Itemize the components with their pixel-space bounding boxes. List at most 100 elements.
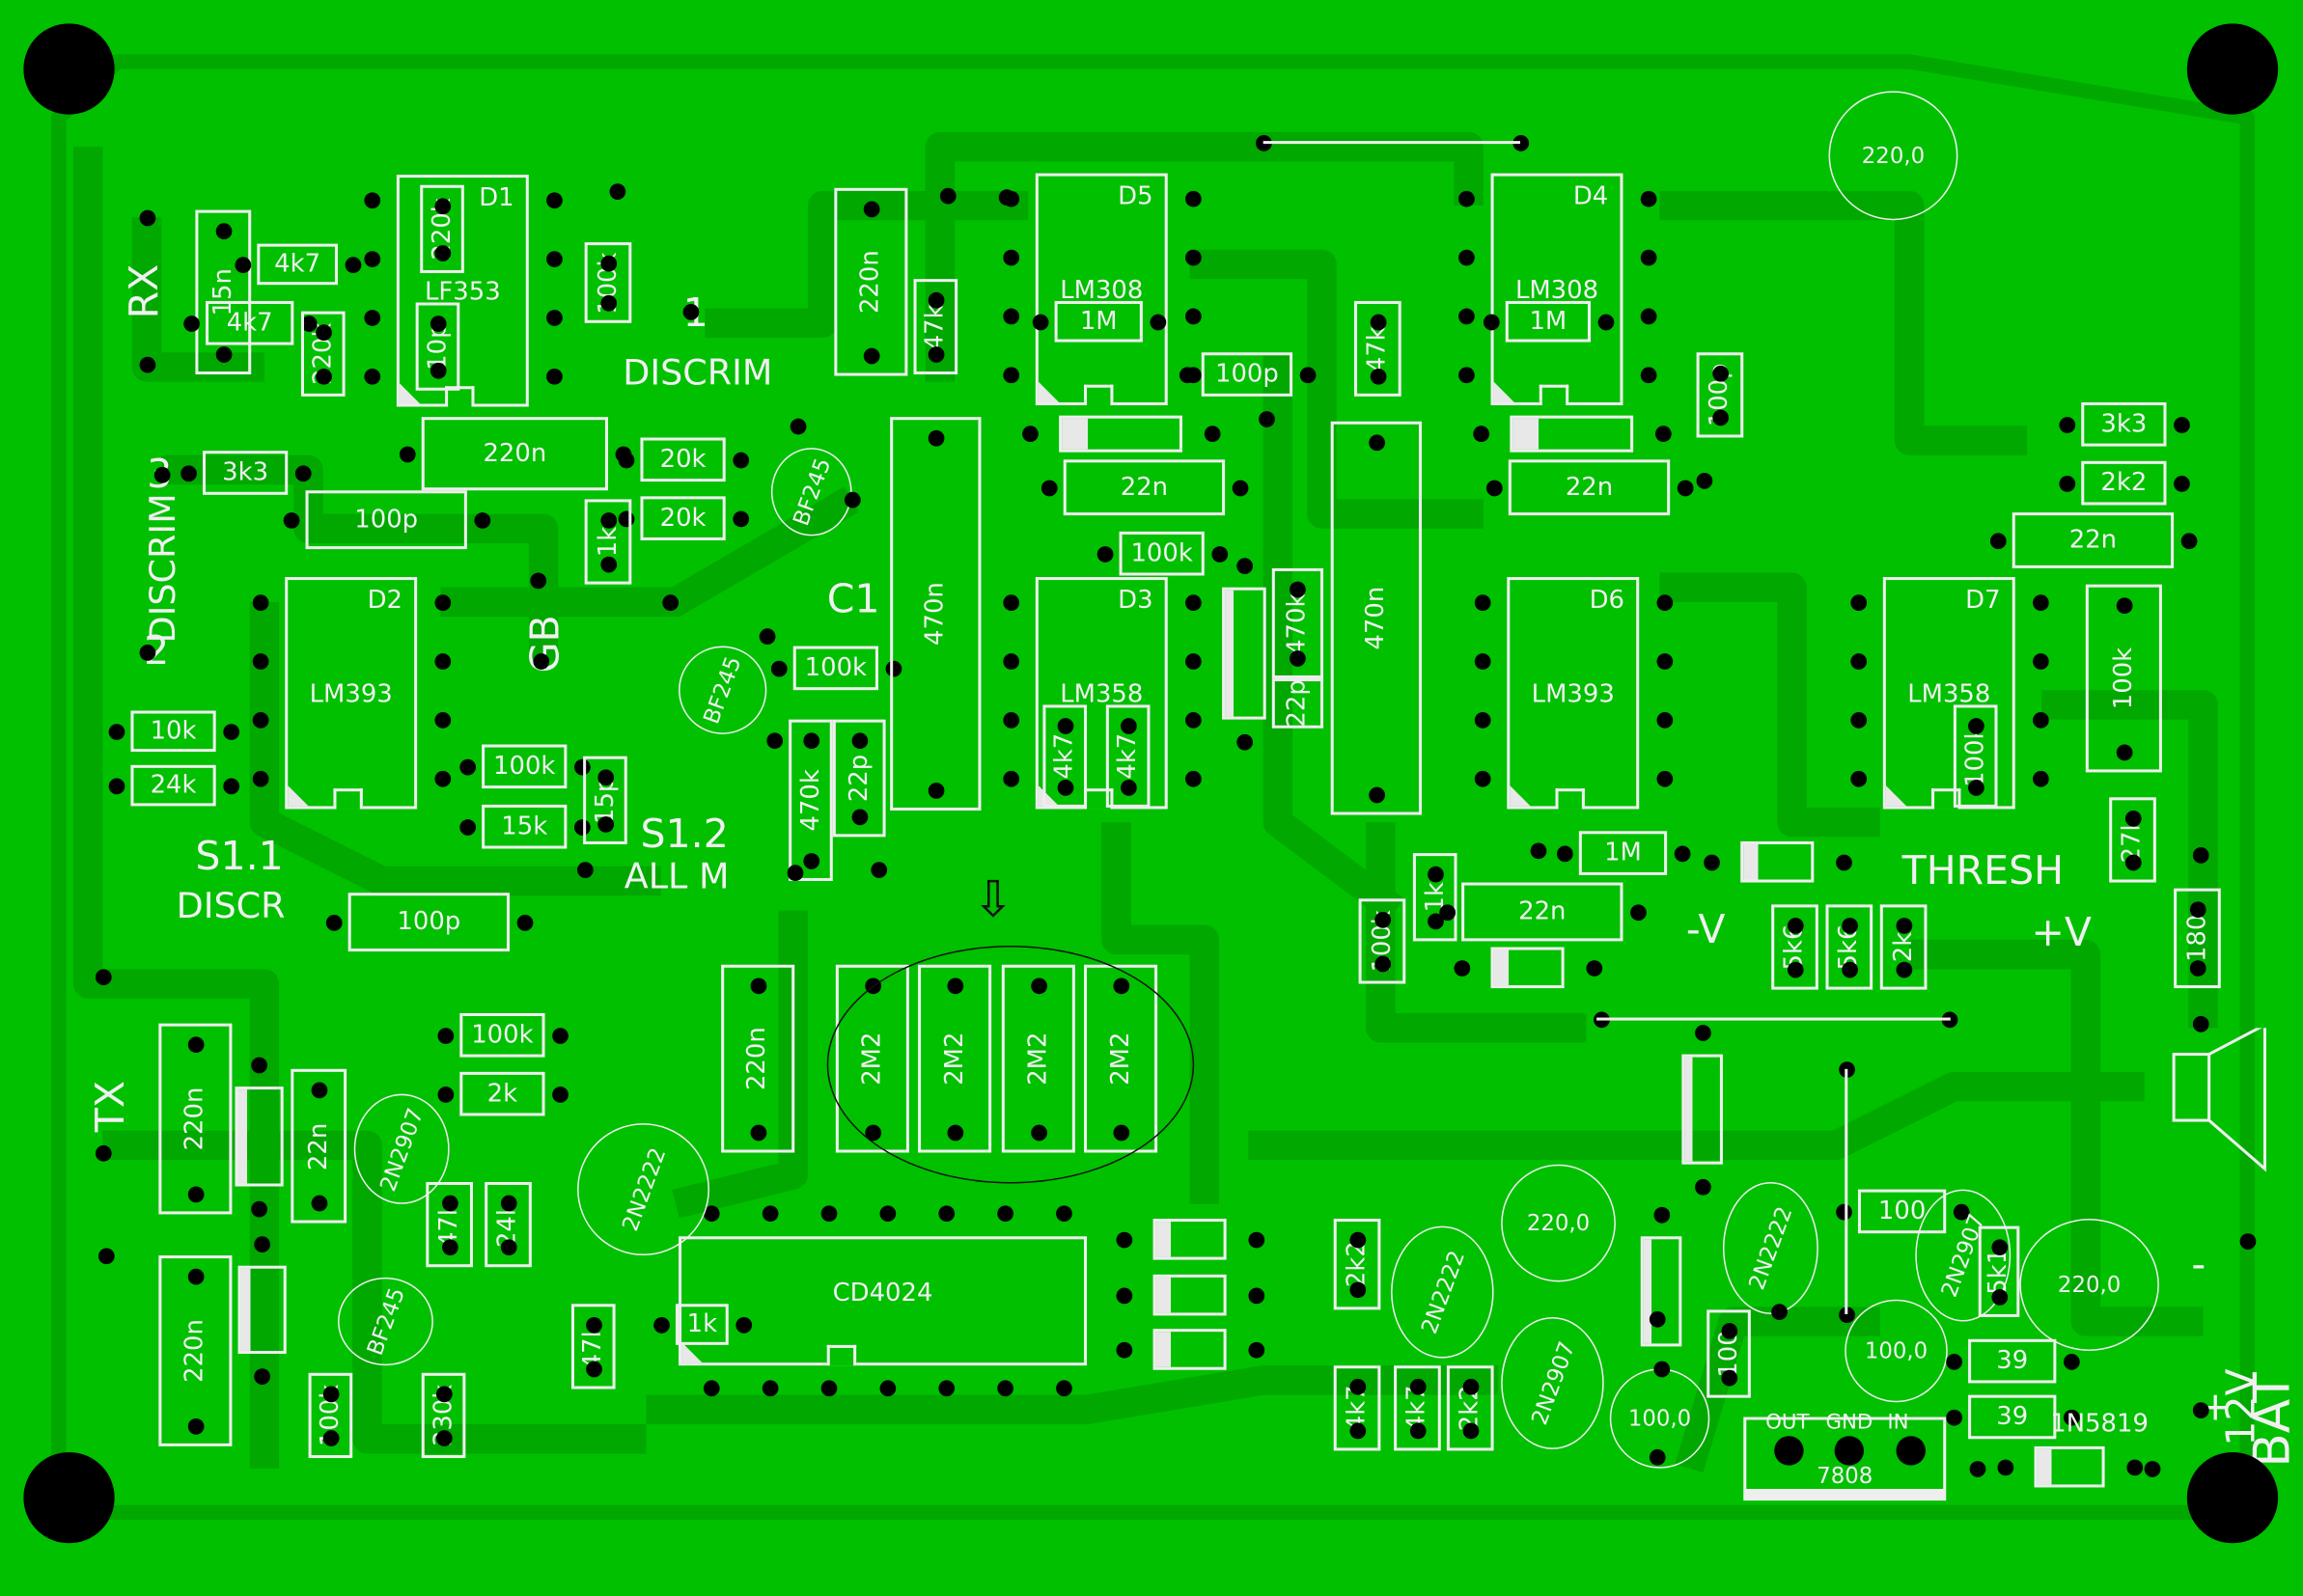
pad bbox=[1055, 1204, 1072, 1222]
pad bbox=[1649, 1448, 1665, 1465]
component-value: 1M bbox=[1604, 838, 1642, 868]
pad bbox=[532, 652, 549, 670]
pad bbox=[2192, 846, 2208, 863]
diode-diode bbox=[1640, 1236, 1682, 1347]
component-value: 470k bbox=[795, 769, 826, 832]
resistor-r10k: 10k bbox=[130, 710, 216, 753]
capacitor-c22nd: 22n bbox=[1461, 882, 1623, 942]
pad bbox=[1770, 1303, 1788, 1320]
component-value: 180 bbox=[2182, 914, 2212, 963]
capacitor-c100pa: 100p bbox=[305, 490, 467, 550]
pad bbox=[1834, 1436, 1865, 1466]
resistor-r220ka: 220k bbox=[300, 311, 346, 397]
pad bbox=[1369, 313, 1386, 330]
component-value: BF245 bbox=[698, 652, 747, 728]
resistor-r1ma: 1M bbox=[1054, 300, 1143, 343]
component-value: 220n bbox=[180, 1319, 210, 1383]
pad bbox=[300, 315, 317, 332]
pad bbox=[138, 644, 155, 661]
capacitor-c220_0c: 220,0 bbox=[1828, 91, 1958, 221]
ic-part-number: LM358 bbox=[1907, 679, 1991, 709]
pad bbox=[597, 815, 614, 833]
mounting-hole bbox=[23, 23, 115, 115]
silkscreen-jumper-line bbox=[1596, 1017, 1951, 1021]
capacitor-c15n: 15n bbox=[195, 209, 252, 375]
pad bbox=[1002, 366, 1019, 383]
pad bbox=[187, 1035, 204, 1053]
pad bbox=[1649, 1310, 1665, 1327]
ic-part-number: LM393 bbox=[309, 679, 393, 709]
resistor-r220kb: 220k bbox=[420, 184, 464, 274]
pad bbox=[1654, 426, 1671, 443]
pad bbox=[363, 250, 380, 267]
label-minus_v: -V bbox=[1685, 907, 1726, 953]
pad bbox=[436, 1027, 454, 1044]
label-discr: DISCR bbox=[176, 885, 286, 927]
pad bbox=[1002, 652, 1019, 670]
pad bbox=[2189, 900, 2206, 918]
label-discrim_left: DISCRIM bbox=[142, 493, 184, 644]
pad bbox=[1056, 717, 1073, 734]
pad bbox=[1409, 1421, 1426, 1439]
component-value: 20k bbox=[659, 445, 707, 475]
resistor-r470kb: 470k bbox=[1271, 567, 1324, 679]
pad bbox=[1841, 917, 1858, 934]
pad bbox=[765, 731, 783, 749]
pad bbox=[1247, 1341, 1264, 1358]
component-value: 1k bbox=[593, 526, 624, 558]
pad bbox=[1639, 248, 1656, 265]
label-plus_v: +V bbox=[2031, 910, 2093, 956]
resistor-r2k2b: 2k2 bbox=[1333, 1219, 1381, 1310]
regulator-pin-label: OUT bbox=[1765, 1411, 1810, 1435]
capacitor-c22pb: 22p bbox=[1271, 678, 1324, 729]
resistor-r470ka: 470k bbox=[789, 719, 833, 882]
resistor-r39a: 39 bbox=[1968, 1338, 2057, 1384]
component-value: 1M bbox=[1529, 307, 1568, 337]
ic-part-number: LF353 bbox=[424, 277, 501, 307]
component-value: 470k bbox=[1283, 592, 1313, 655]
pad bbox=[1298, 366, 1316, 383]
pad bbox=[749, 977, 766, 994]
pad bbox=[1290, 580, 1306, 597]
pad bbox=[1149, 313, 1166, 330]
pad bbox=[927, 291, 944, 308]
pad bbox=[95, 968, 111, 985]
pad bbox=[545, 309, 563, 326]
resistor-r15k: 15k bbox=[482, 804, 568, 849]
pad bbox=[599, 294, 617, 311]
capacitor-c22nc: 22n bbox=[2012, 512, 2175, 568]
pad bbox=[1655, 593, 1673, 611]
pad bbox=[1210, 545, 1228, 563]
label-s12: S1.2 bbox=[640, 812, 729, 858]
component-value: 2N2222 bbox=[616, 1143, 671, 1235]
pad bbox=[515, 914, 533, 930]
diode-diode bbox=[1510, 415, 1634, 453]
resistor-r20kb: 20k bbox=[640, 496, 726, 540]
pad bbox=[1838, 1306, 1855, 1323]
capacitor-c220na: 220n bbox=[421, 417, 608, 491]
pad bbox=[2063, 1409, 2079, 1425]
component-value: 470n bbox=[921, 582, 951, 646]
pad bbox=[1652, 1206, 1670, 1223]
pad bbox=[576, 861, 594, 878]
capacitor-c220nd: 220n bbox=[158, 1023, 233, 1215]
pad bbox=[1055, 1379, 1072, 1396]
pad bbox=[214, 345, 232, 363]
pad bbox=[1711, 365, 1729, 381]
resistor-r1mc: 1M bbox=[1578, 831, 1668, 875]
pad bbox=[1041, 479, 1057, 496]
capacitor-c470nb: 470n bbox=[1330, 421, 1423, 815]
pad bbox=[1204, 426, 1220, 443]
pad bbox=[251, 1199, 267, 1217]
capacitor-c100_0a: 100,0 bbox=[1609, 1368, 1710, 1469]
pad bbox=[1115, 1230, 1132, 1248]
pad bbox=[862, 346, 879, 364]
pad bbox=[1120, 717, 1137, 734]
resistor-r100ki: 100k bbox=[308, 1372, 353, 1459]
diode-diode bbox=[1152, 1329, 1227, 1370]
resistor-r5k1: 5k1 bbox=[1978, 1225, 2020, 1317]
pad bbox=[254, 1235, 270, 1252]
pad bbox=[1369, 368, 1386, 384]
capacitor-c220nb: 220n bbox=[834, 187, 908, 376]
